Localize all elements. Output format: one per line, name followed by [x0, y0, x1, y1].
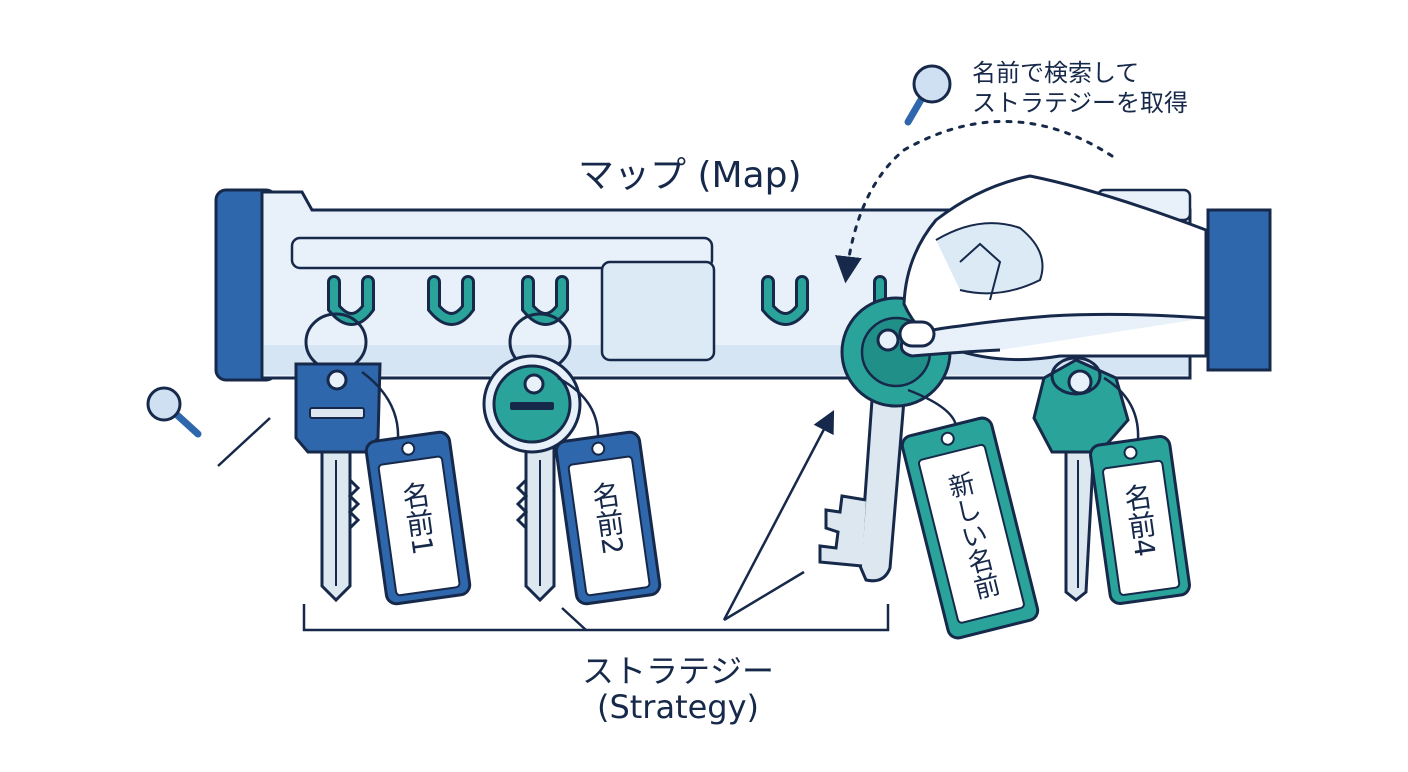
key-icon	[294, 312, 400, 603]
key-icon	[482, 312, 600, 603]
pointer-line	[217, 417, 271, 467]
name-tag-icon: 名前4	[1089, 435, 1191, 605]
strategy-bracket	[302, 604, 890, 632]
pointer-line	[561, 607, 587, 631]
strategy-label-english: (Strategy)	[596, 688, 760, 726]
hook-icon	[761, 275, 809, 326]
search-caption-line-2: ストラテジーを取得	[972, 89, 1188, 117]
strategy-label: ストラテジー	[581, 652, 774, 690]
hook-icon	[521, 275, 569, 326]
name-tag-icon: 名前2	[554, 430, 662, 606]
name-tag-icon: 名前1	[364, 430, 472, 606]
arrow-icon	[835, 120, 1114, 284]
magnifier-icon	[904, 64, 952, 126]
search-caption-line-1: 名前で検索して	[972, 59, 1140, 87]
arrow-icon	[722, 410, 835, 621]
key-icon	[1032, 356, 1140, 602]
pointer-line	[723, 570, 805, 622]
hand-icon	[898, 174, 1272, 372]
magnifier-icon	[146, 386, 202, 438]
map-title: マップ (Map)	[578, 155, 802, 196]
name-tag-icon: 新しい名前	[900, 416, 1040, 640]
hook-icon	[427, 275, 475, 326]
